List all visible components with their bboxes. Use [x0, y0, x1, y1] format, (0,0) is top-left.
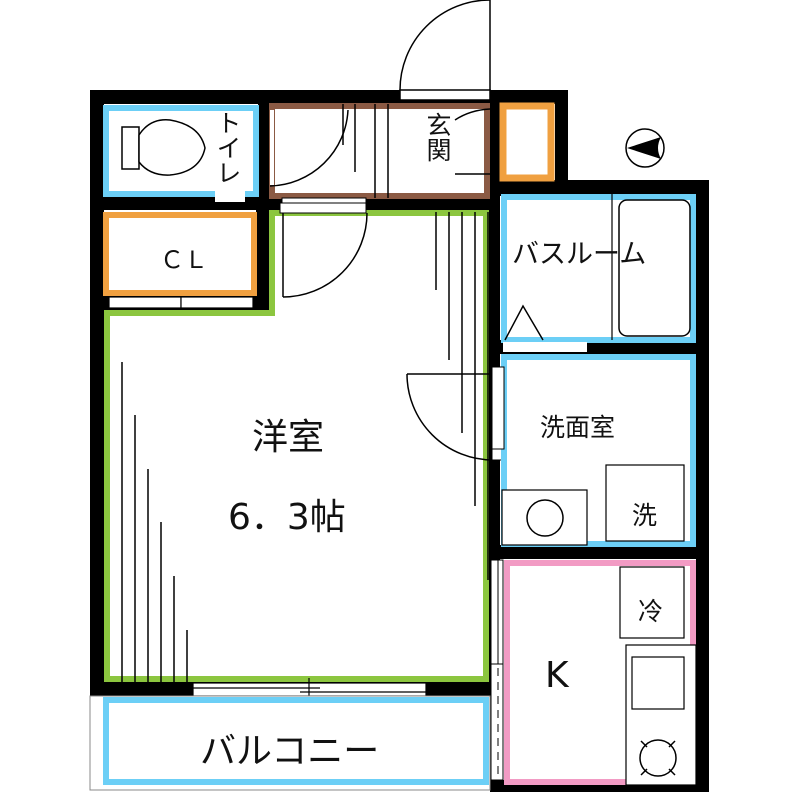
kitchen-label: K — [545, 655, 569, 696]
western-room-label: 洋室 — [252, 417, 325, 458]
kitchen-sink-icon — [631, 656, 685, 710]
sink-icon — [526, 499, 564, 537]
refrigerator-space — [619, 566, 685, 639]
refrigerator-label: 冷 — [638, 597, 664, 626]
kitchen — [490, 559, 697, 786]
washing-machine-space — [605, 464, 685, 542]
washroom — [491, 354, 696, 547]
entrance-door-swing — [269, 104, 491, 198]
front-door — [399, 0, 491, 101]
entrance-label: 玄関 — [423, 112, 452, 162]
bathtub-icon — [618, 199, 691, 337]
washer-label: 洗 — [632, 501, 658, 530]
western-room-size: 6．3帖 — [228, 497, 346, 538]
bathroom-label: バスルーム — [512, 239, 647, 270]
western-room — [104, 202, 505, 683]
balcony — [89, 695, 491, 791]
stove-burner-icon — [639, 739, 677, 777]
closet-label: ＣＬ — [160, 246, 208, 274]
washroom-label: 洗面室 — [540, 413, 616, 442]
closet-room — [103, 212, 257, 296]
compass-icon — [625, 128, 665, 168]
toilet-fixture-icon — [121, 119, 206, 176]
shoe-storage — [499, 102, 555, 182]
toilet-label: トイレ — [213, 110, 242, 185]
entrance-area — [269, 103, 490, 199]
balcony-label: バルコニー — [200, 731, 380, 772]
bathroom — [501, 194, 696, 352]
